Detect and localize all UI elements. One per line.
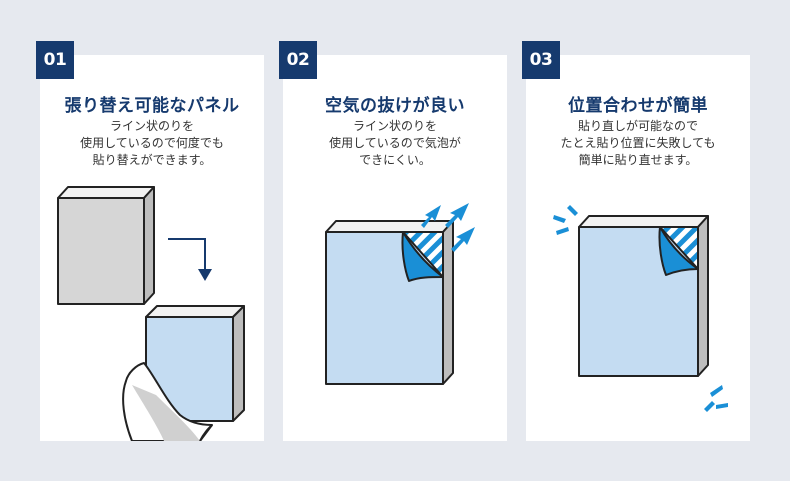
old-print-panel [57, 186, 155, 305]
feature-card-3: 03 位置合わせが簡単 貼り直しが可能なので たとえ貼り位置に失敗しても 簡単に… [522, 41, 750, 441]
peeling-sheet [122, 362, 213, 441]
description-line: 使用しているので何度でも [80, 136, 224, 150]
card-description: ライン状のりを 使用しているので何度でも 貼り替えができます。 [40, 118, 264, 169]
card-title: 空気の抜けが良い [325, 96, 465, 116]
description-line: たとえ貼り位置に失敗しても [560, 136, 716, 150]
number-badge: 01 [36, 41, 74, 79]
arrow-down-icon [168, 238, 212, 281]
number-badge: 03 [522, 41, 560, 79]
peeled-corner [401, 231, 444, 282]
air-arrows-icon [421, 203, 475, 252]
description-line: 貼り直しが可能なので [577, 119, 698, 133]
air-release-illustration [325, 203, 475, 385]
sparkle-bottom-right-icon [704, 385, 728, 412]
feature-card-2: 02 空気の抜けが良い ライン状のりを 使用しているので気泡が できにくい。 [279, 41, 507, 441]
alignment-illustration [553, 205, 728, 412]
feature-card-1: 01 張り替え可能なパネル ライン状のりを 使用しているので何度でも 貼り替えが… [36, 41, 264, 441]
description-line: できにくい。 [359, 153, 431, 167]
card-description: 貼り直しが可能なので たとえ貼り位置に失敗しても 簡単に貼り直せます。 [526, 118, 750, 169]
description-line: ライン状のりを [352, 119, 437, 133]
description-line: 使用しているので気泡が [329, 136, 461, 150]
card-title: 張り替え可能なパネル [64, 96, 240, 116]
card-description: ライン状のりを 使用しているので気泡が できにくい。 [283, 118, 507, 169]
card-title: 位置合わせが簡単 [568, 96, 708, 116]
description-line: 貼り替えができます。 [92, 153, 212, 167]
peeled-corner [658, 226, 699, 276]
number-badge: 02 [279, 41, 317, 79]
description-line: ライン状のりを [109, 119, 194, 133]
replaceable-panel-illustration [57, 186, 245, 441]
description-line: 簡単に貼り直せます。 [578, 153, 698, 167]
sparkle-top-left-icon [553, 205, 578, 235]
